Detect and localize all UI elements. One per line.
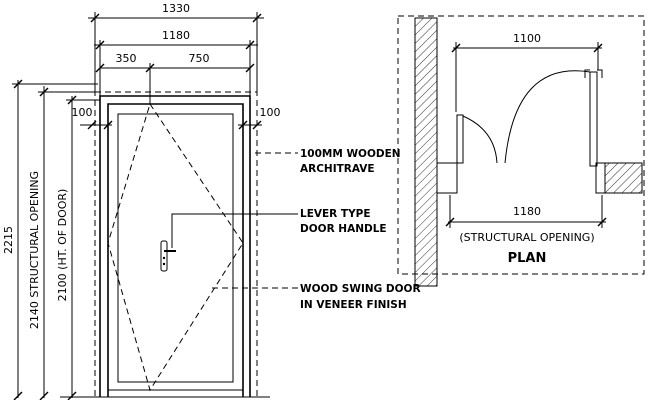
door-leaf	[107, 103, 244, 391]
note-door-line2: IN VENEER FINISH	[300, 299, 407, 311]
left-dimensions: 2215 2140 STRUCTURAL OPENING 2100 (HT. O…	[2, 79, 100, 400]
dim-door-height: 2100 (HT. OF DOOR)	[56, 189, 69, 302]
structural-opening-outline	[94, 91, 258, 398]
note-door-line1: WOOD SWING DOOR	[300, 283, 421, 295]
plan-dim-opening: 1180	[513, 205, 541, 218]
dim-overall-width: 1330	[162, 2, 190, 15]
door-panel	[117, 113, 234, 383]
architrave-outer	[99, 95, 251, 397]
dim-door-width: 1180	[162, 29, 190, 42]
plan-door-leaf	[589, 71, 598, 167]
dim-leaf-part-a: 350	[116, 52, 137, 65]
plan-dim-opening-note: (STRUCTURAL OPENING)	[459, 231, 594, 244]
plan-wall-right	[604, 162, 643, 194]
note-handle-line1: LEVER TYPE	[300, 208, 371, 220]
dim-architrave-left: 100	[72, 106, 93, 119]
annotations: 100MM WOODEN ARCHITRAVE LEVER TYPE DOOR …	[171, 148, 421, 311]
door-plan: 1100 1180 (STRUCTURAL OPENING) PLAN	[397, 15, 645, 287]
plan-stop-left	[456, 114, 464, 164]
top-dimensions: 1330 1180 350 750 100 100	[72, 2, 281, 130]
plan-title: PLAN	[508, 251, 547, 266]
plan-swing-large	[504, 70, 591, 164]
dim-total-height: 2215	[2, 226, 15, 254]
note-architrave-line1: 100MM WOODEN	[300, 148, 401, 160]
plan-jamb-left	[436, 162, 458, 194]
dim-leaf-part-b: 750	[189, 52, 210, 65]
plan-dim-clear: 1100	[513, 32, 541, 45]
plan-swing-small	[462, 115, 498, 164]
plan-wall-left	[414, 17, 438, 287]
door-elevation	[60, 91, 270, 398]
door-handle	[160, 240, 176, 272]
plan-border	[397, 15, 645, 275]
swing-indicator	[107, 103, 244, 392]
dim-structural-opening: 2140 STRUCTURAL OPENING	[28, 171, 41, 329]
note-handle-line2: DOOR HANDLE	[300, 223, 387, 235]
note-architrave-line2: ARCHITRAVE	[300, 163, 375, 175]
plan-jamb-right	[595, 162, 606, 194]
dim-architrave-right: 100	[260, 106, 281, 119]
